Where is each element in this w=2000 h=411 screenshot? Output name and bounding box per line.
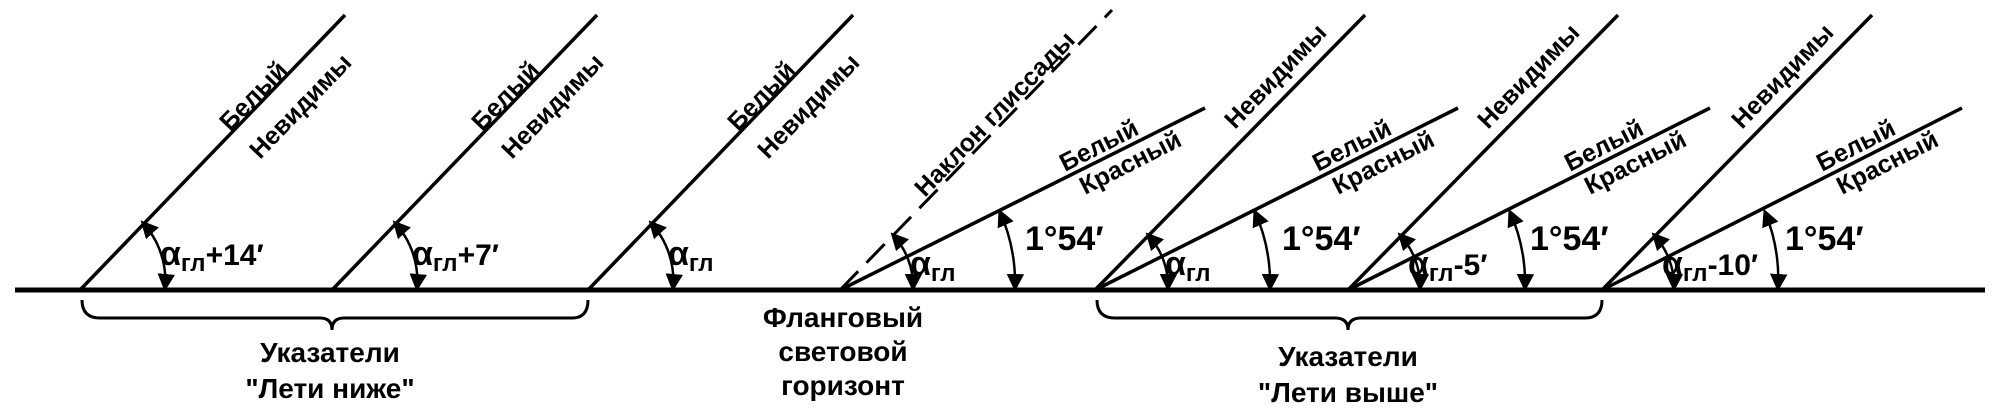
- brace-lower: [80, 299, 590, 331]
- label-glide-slope: Наклон глиссады: [909, 26, 1081, 202]
- caption-upper-line1: Указатели: [1278, 341, 1418, 372]
- label-invisible: Невидимы: [1472, 18, 1585, 134]
- angle-label: αгл+7′: [412, 235, 499, 277]
- angle-arc-alpha: [890, 232, 923, 292]
- angle-label-alpha: αгл: [1165, 245, 1211, 287]
- ray-invisible-boundary: [1600, 13, 1874, 292]
- angle-arc: [648, 220, 683, 292]
- angle-arc-1deg54: [997, 208, 1025, 292]
- angle-label-alpha: αгл-5′: [1408, 245, 1487, 287]
- angle-arc-1deg54: [1762, 208, 1788, 292]
- angle-arc-alpha: [1651, 232, 1684, 292]
- indicator-lower-2: Белый Невидимы αгл+7′: [330, 13, 609, 292]
- caption-lower-line1: Указатели: [260, 337, 400, 368]
- angle-arc-alpha: [1145, 232, 1178, 292]
- label-invisible: Невидимы: [1726, 18, 1839, 134]
- caption-flank-line1: Фланговый: [763, 302, 923, 333]
- brace-upper: [1095, 299, 1604, 331]
- angle-arc-alpha: [1397, 232, 1430, 292]
- angle-label: αгл: [668, 235, 714, 277]
- ray-boundary: [330, 13, 599, 292]
- ray-boundary: [586, 13, 855, 292]
- angle-arc-1deg54: [1252, 208, 1280, 292]
- angle-label-1deg54: 1°54′: [1025, 220, 1103, 258]
- ray-invisible-boundary: [1093, 13, 1367, 292]
- caption-flank-line2: световой: [778, 336, 907, 367]
- angle-label-1deg54: 1°54′: [1530, 220, 1608, 258]
- flank-light-horizon: Наклон глиссады Белый Красный αгл 1°54′: [838, 8, 1206, 292]
- angle-label-1deg54: 1°54′: [1785, 220, 1863, 258]
- angle-label-alpha: αгл-10′: [1662, 245, 1758, 287]
- caption-lower-line2: "Лети ниже": [245, 373, 414, 404]
- glide-slope-line: [838, 8, 1114, 292]
- indicator-lower-3: Белый Невидимы αгл: [586, 13, 865, 292]
- angle-label-alpha: αгл: [910, 245, 956, 287]
- caption-flank-line3: горизонт: [781, 370, 905, 401]
- angle-arc: [392, 220, 427, 292]
- angle-label: αгл+14′: [160, 235, 264, 277]
- ray-invisible-boundary: [1346, 13, 1620, 292]
- angle-label-1deg54: 1°54′: [1282, 220, 1360, 258]
- ray-boundary: [78, 13, 347, 292]
- indicator-lower-1: Белый Невидимы αгл+14′: [78, 13, 357, 292]
- angle-arc-1deg54: [1507, 208, 1535, 292]
- caption-upper-line2: "Лети выше": [1258, 377, 1438, 408]
- angle-arc: [140, 220, 175, 292]
- label-invisible: Невидимы: [1219, 18, 1332, 134]
